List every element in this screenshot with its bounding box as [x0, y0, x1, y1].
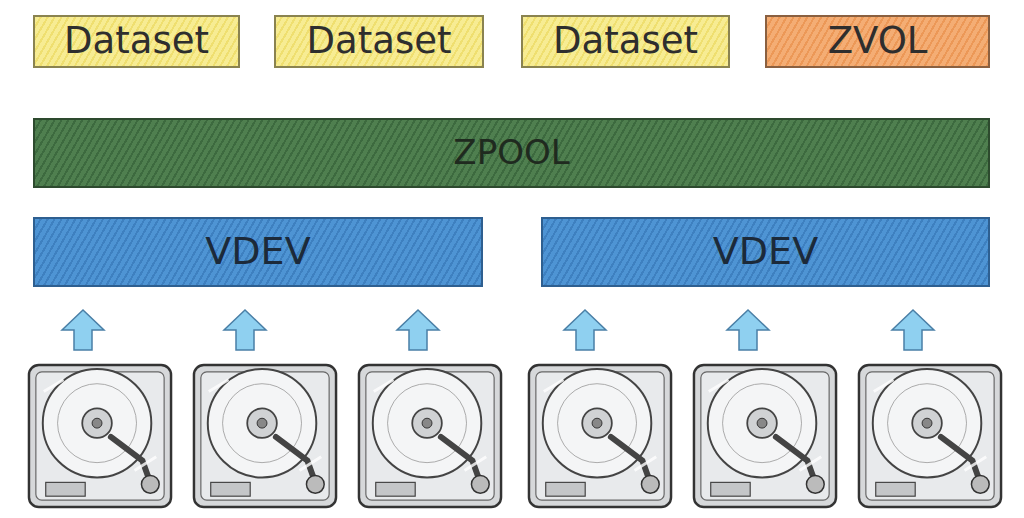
node-label: Dataset: [307, 21, 452, 62]
arrows: [62, 310, 934, 350]
dataset-box: Dataset: [274, 15, 484, 68]
node-label: ZVOL: [828, 21, 928, 62]
node-label: Dataset: [64, 21, 209, 62]
vdev-band: VDEV: [33, 217, 483, 287]
zvol-box: ZVOL: [765, 15, 990, 68]
dataset-box: Dataset: [33, 15, 240, 68]
vdev-band: VDEV: [541, 217, 990, 287]
node-label: VDEV: [205, 231, 310, 273]
hard-disks: [29, 365, 1001, 507]
node-label: Dataset: [553, 21, 698, 62]
zpool-band: ZPOOL: [33, 118, 990, 188]
node-label: ZPOOL: [453, 134, 569, 171]
dataset-box: Dataset: [521, 15, 730, 68]
node-label: VDEV: [713, 231, 818, 273]
